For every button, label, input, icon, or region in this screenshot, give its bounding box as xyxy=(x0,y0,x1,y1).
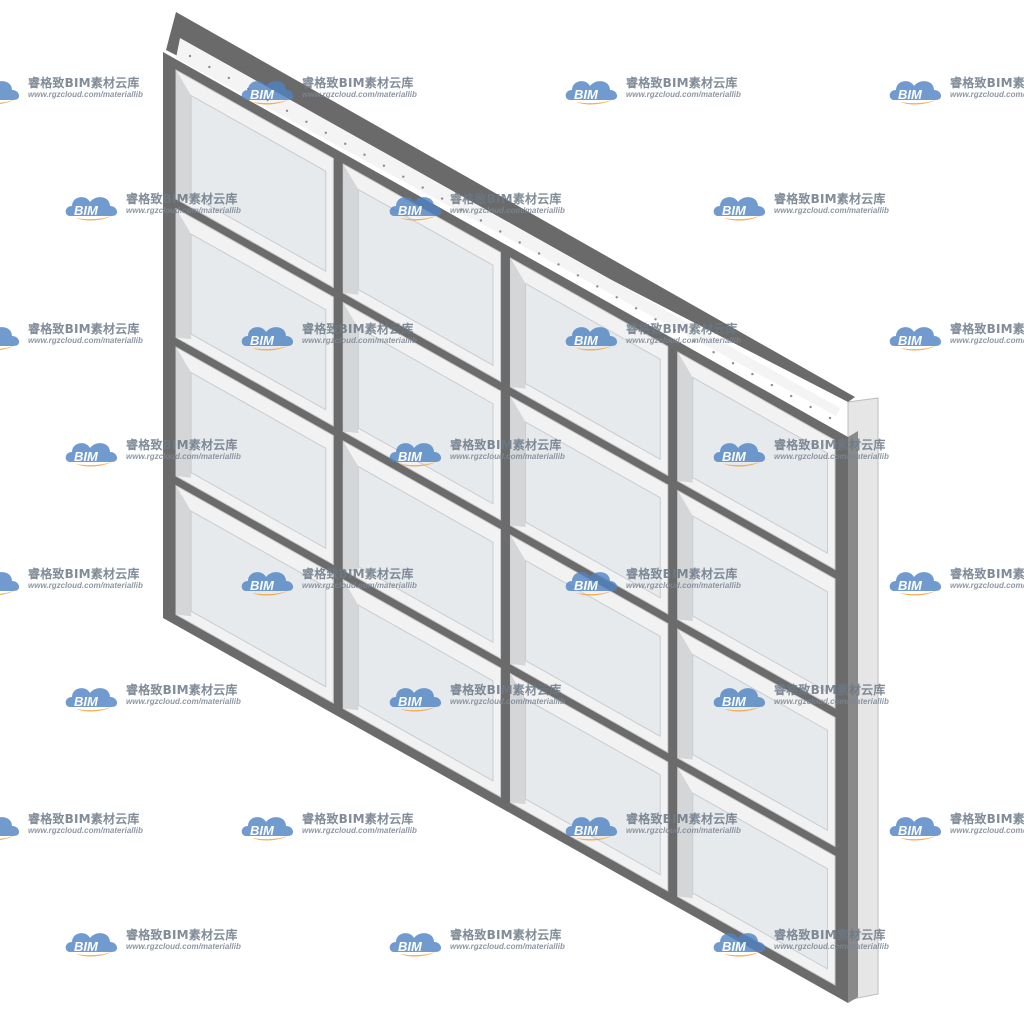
glass-pane xyxy=(190,510,327,688)
glass-pane xyxy=(357,465,494,644)
glass-pane xyxy=(692,792,828,970)
window-outer-frame xyxy=(163,52,848,1003)
pane-reveal-shade xyxy=(677,767,693,899)
edge-dot xyxy=(828,416,832,420)
wall-top-edge xyxy=(166,12,855,402)
glass-pane xyxy=(190,371,327,550)
pane-reveal-shade xyxy=(677,629,693,760)
edge-dot xyxy=(576,274,580,277)
pane-reveal-shade xyxy=(176,70,192,201)
pane-reveal-shade xyxy=(510,396,526,528)
edge-dot xyxy=(479,219,483,222)
pane-reveal-shade xyxy=(343,579,359,711)
edge-dot xyxy=(596,285,599,288)
pane-reveal-shade xyxy=(176,347,192,478)
pane-reveal-shade xyxy=(677,490,693,622)
edge-dot xyxy=(751,372,754,376)
edge-dot xyxy=(324,131,327,134)
edge-dot xyxy=(809,405,812,409)
edge-dot xyxy=(402,175,405,178)
edge-dot xyxy=(188,54,192,58)
window-frame-edge xyxy=(848,431,858,1003)
edge-dot xyxy=(285,109,289,113)
edge-dot xyxy=(731,362,735,365)
edge-dot xyxy=(557,263,560,266)
glass-pane xyxy=(692,515,828,693)
pane-reveal-shade xyxy=(343,302,359,434)
glass-pane xyxy=(357,188,494,367)
edge-dot xyxy=(460,208,463,211)
edge-dot xyxy=(440,197,444,200)
glass-pane xyxy=(357,327,494,505)
glass-pane xyxy=(525,698,661,876)
edge-dot xyxy=(654,318,657,321)
edge-dot xyxy=(227,76,230,80)
edge-dot xyxy=(693,340,696,343)
edge-dot xyxy=(499,230,502,233)
pane-reveal-shade xyxy=(510,535,526,666)
edge-dot xyxy=(421,186,424,189)
pane-reveal-shade xyxy=(343,164,359,295)
edge-dot xyxy=(537,252,541,255)
pane-reveal-shade xyxy=(176,485,192,617)
edge-dot xyxy=(382,164,386,167)
pane-reveal-shade xyxy=(510,258,526,389)
edge-dot xyxy=(305,120,308,124)
edge-dot xyxy=(615,296,618,299)
pane-reveal-shade xyxy=(510,673,526,805)
edge-dot xyxy=(247,87,250,91)
edge-dot xyxy=(266,98,269,102)
edge-dot xyxy=(363,153,366,156)
window-grid xyxy=(163,52,858,1003)
edge-dot xyxy=(712,351,715,354)
edge-dot xyxy=(770,383,773,387)
wall-top-edge-inner xyxy=(176,38,840,416)
edge-dot xyxy=(208,65,211,69)
glass-pane xyxy=(190,233,327,411)
glass-pane xyxy=(525,421,661,599)
edge-dot xyxy=(790,394,793,398)
edge-dot xyxy=(634,307,638,310)
edge-dot xyxy=(673,329,676,332)
pane-reveal-shade xyxy=(176,208,192,340)
edge-dot xyxy=(518,241,521,244)
glass-pane xyxy=(525,559,661,738)
pane-reveal-shade xyxy=(343,441,359,572)
glass-pane xyxy=(190,94,327,273)
pane-reveal-shade xyxy=(677,352,693,483)
edge-dot xyxy=(344,142,347,145)
